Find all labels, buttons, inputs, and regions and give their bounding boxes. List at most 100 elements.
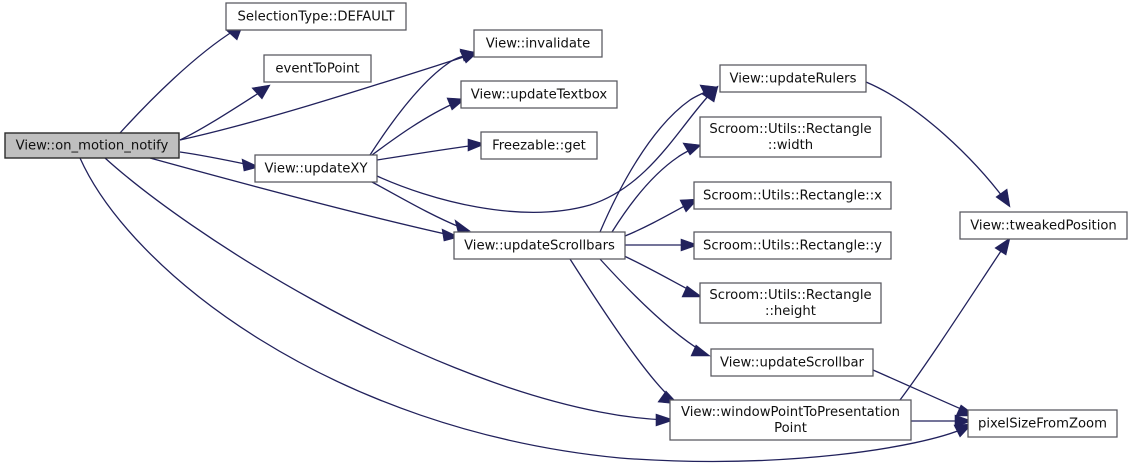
graph-edge [910, 414, 973, 428]
graph-node-rect_width[interactable]: Scroom::Utils::Rectangle::width [699, 116, 882, 158]
edge-arrowhead-icon [682, 142, 702, 156]
node-label: Freezable::get [492, 139, 586, 154]
graph-edge [624, 198, 699, 237]
graph-node-freezable_get[interactable]: Freezable::get [480, 131, 598, 160]
edge-arrowhead-icon [680, 238, 699, 252]
node-label: View::updateScrollbar [720, 356, 865, 371]
graph-node-update_xy[interactable]: View::updateXY [254, 154, 378, 183]
graph-node-on_motion_notify[interactable]: View::on_motion_notify [4, 132, 180, 159]
edge-line [119, 29, 236, 134]
graph-edge [569, 258, 679, 405]
graph-node-update_scrollbars[interactable]: View::updateScrollbars [453, 231, 626, 260]
node-label: View::windowPointToPresentation [681, 405, 900, 420]
edge-line [179, 54, 471, 141]
node-box[interactable] [669, 399, 912, 441]
node-label: View::tweakedPosition [970, 219, 1117, 234]
node-box[interactable] [719, 64, 867, 93]
edge-line [621, 254, 696, 294]
graph-node-update_scrollbar[interactable]: View::updateScrollbar [710, 348, 874, 377]
edge-line [79, 157, 966, 463]
node-label: Scroom::Utils::Rectangle::y [703, 239, 882, 254]
node-label: View::updateScrollbars [464, 239, 615, 254]
graph-edge [865, 81, 1011, 208]
graph-edge [599, 84, 719, 233]
edge-arrowhead-icon [994, 237, 1011, 256]
edge-line [376, 91, 713, 213]
graph-node-event_to_point[interactable]: eventToPoint [263, 54, 372, 83]
graph-edge [599, 258, 711, 357]
edge-line [611, 147, 695, 233]
edge-line [371, 101, 458, 156]
edge-arrowhead-icon [655, 413, 675, 427]
node-box[interactable] [480, 131, 598, 160]
graph-node-update_textbox[interactable]: View::updateTextbox [460, 80, 618, 109]
edge-line [872, 369, 969, 413]
edge-line [376, 144, 478, 161]
graph-edge [104, 157, 675, 427]
graph-edge [179, 151, 260, 172]
node-label: Scroom::Utils::Rectangle [709, 288, 871, 303]
edge-line [624, 202, 691, 237]
graph-node-rect_height[interactable]: Scroom::Utils::Rectangle::height [699, 282, 882, 324]
node-box[interactable] [263, 54, 372, 83]
graph-edge [625, 238, 699, 252]
node-box[interactable] [225, 2, 407, 31]
node-label: View::on_motion_notify [16, 139, 169, 154]
edge-arrowhead-icon [954, 414, 973, 428]
graph-edge [376, 138, 486, 161]
node-layer: View::on_motion_notify SelectionType::DEF… [4, 2, 1128, 441]
node-box[interactable] [710, 348, 874, 377]
edge-line [179, 151, 251, 166]
edge-line [599, 258, 704, 353]
node-label: ::height [765, 304, 816, 319]
edge-arrowhead-icon [454, 219, 471, 233]
node-box[interactable] [460, 80, 618, 109]
graph-edge [611, 142, 702, 233]
edge-line [899, 244, 1006, 401]
edge-arrowhead-icon [681, 285, 703, 298]
edge-arrowhead-icon [251, 84, 271, 100]
node-box[interactable] [4, 132, 180, 159]
edge-line [371, 181, 463, 229]
node-label: Point [774, 421, 807, 436]
graph-edge [371, 97, 466, 156]
graph-edge [371, 181, 471, 233]
graph-node-pixel_size_from_zoom[interactable]: pixelSizeFromZoom [967, 409, 1118, 438]
node-box[interactable] [959, 211, 1128, 240]
edge-line [865, 81, 1006, 201]
edge-arrowhead-icon [699, 84, 719, 98]
node-box[interactable] [699, 282, 882, 324]
node-label: View::invalidate [486, 37, 590, 52]
node-box[interactable] [693, 231, 892, 260]
graph-edge [899, 237, 1011, 401]
graph-node-selection_default[interactable]: SelectionType::DEFAULT [225, 2, 407, 31]
node-box[interactable] [473, 29, 603, 58]
node-label: Scroom::Utils::Rectangle [709, 122, 871, 137]
graph-node-rect_x[interactable]: Scroom::Utils::Rectangle::x [693, 181, 892, 210]
graph-node-rect_y[interactable]: Scroom::Utils::Rectangle::y [693, 231, 892, 260]
node-label: View::updateXY [264, 162, 368, 177]
edge-line [599, 89, 711, 233]
graph-node-update_rulers[interactable]: View::updateRulers [719, 64, 867, 93]
node-box[interactable] [453, 231, 626, 260]
edge-line [149, 157, 451, 236]
edge-line [104, 157, 667, 421]
edge-arrowhead-icon [995, 188, 1011, 208]
graph-edge [179, 84, 271, 141]
node-label: SelectionType::DEFAULT [237, 10, 395, 25]
graph-edge [621, 254, 703, 298]
node-box[interactable] [699, 116, 882, 158]
edge-arrowhead-icon [467, 138, 486, 152]
node-label: View::updateTextbox [471, 88, 608, 103]
edge-arrowhead-icon [690, 344, 711, 357]
node-label: Scroom::Utils::Rectangle::x [703, 189, 882, 204]
graph-node-invalidate[interactable]: View::invalidate [473, 29, 603, 58]
node-label: View::updateRulers [730, 72, 857, 87]
node-label: eventToPoint [275, 62, 359, 77]
node-box[interactable] [693, 181, 892, 210]
node-box[interactable] [254, 154, 378, 183]
graph-node-tweaked_position[interactable]: View::tweakedPosition [959, 211, 1128, 240]
node-box[interactable] [967, 409, 1118, 438]
